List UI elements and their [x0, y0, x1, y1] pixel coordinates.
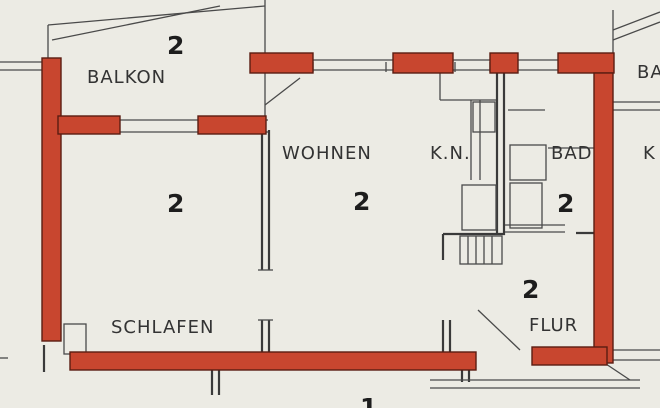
- wall-top-c: [489, 52, 519, 74]
- wall-bottom: [69, 351, 477, 371]
- label-bad: BAD: [551, 143, 593, 164]
- balkon-outline: [0, 0, 266, 71]
- number-flur: 2: [522, 275, 539, 304]
- label-balkon: BALKON: [87, 67, 166, 88]
- wall-balkon-a: [57, 115, 121, 135]
- wall-top-a: [249, 52, 314, 74]
- number-wohnen: 2: [353, 187, 370, 216]
- wall-right: [593, 72, 614, 364]
- red-walls: [41, 52, 615, 371]
- wall-balkon-b: [197, 115, 267, 135]
- balkon-right-outline: [612, 10, 660, 111]
- label-flur: FLUR: [529, 315, 578, 336]
- number-schlafen: 2: [167, 189, 184, 218]
- label-kn: K.N.: [430, 143, 471, 164]
- label-k-right: K: [643, 143, 656, 164]
- label-schlafen: SCHLAFEN: [111, 317, 214, 338]
- partition-wall: [258, 72, 301, 271]
- wall-left: [41, 57, 62, 342]
- wall-top-d: [557, 52, 615, 74]
- number-bad: 2: [557, 189, 574, 218]
- number-bottom: 1: [360, 393, 377, 408]
- wall-top-b: [392, 52, 454, 74]
- wall-bottom-right: [531, 346, 608, 366]
- label-wohnen: WOHNEN: [282, 143, 372, 164]
- kitchen-bath-fixtures: [439, 70, 604, 265]
- number-balkon: 2: [167, 31, 184, 60]
- label-balkon-right: BA: [637, 62, 660, 83]
